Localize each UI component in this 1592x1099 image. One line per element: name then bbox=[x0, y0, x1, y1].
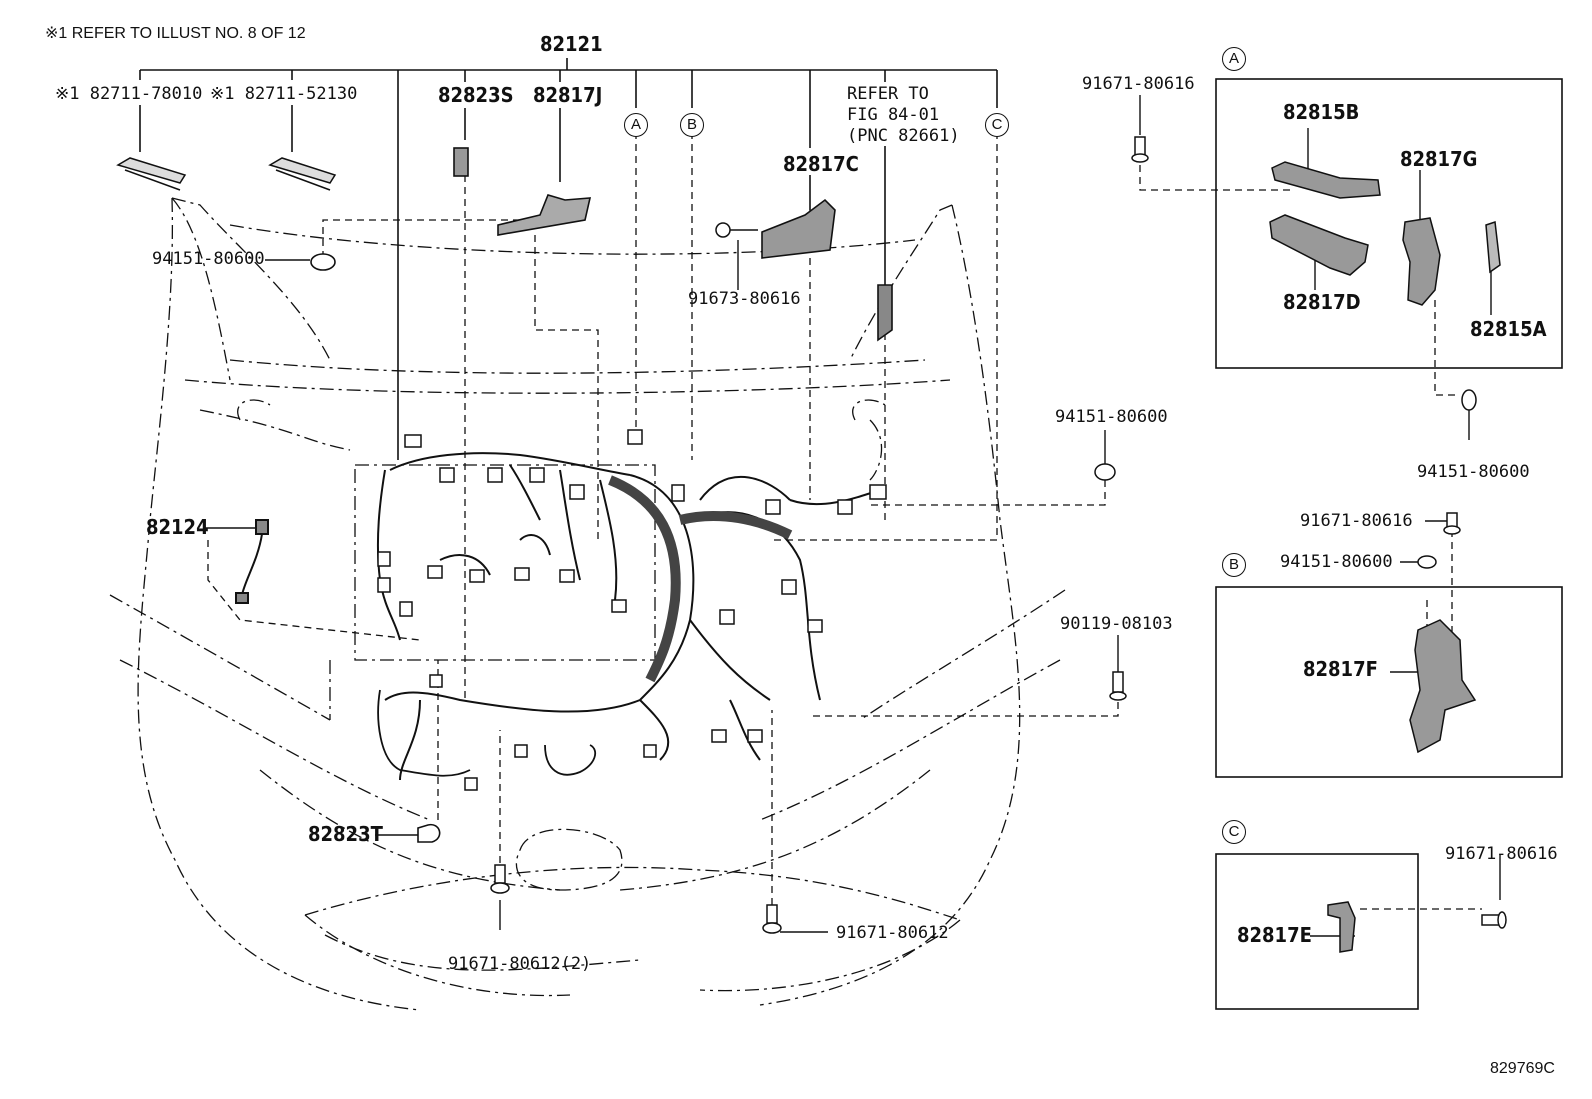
ref-circle-b: B bbox=[680, 113, 704, 137]
bolt-91673-label: 91673-80616 bbox=[688, 289, 801, 309]
bolt-91671-80612-shape bbox=[762, 904, 782, 934]
harness-bracket bbox=[139, 58, 998, 460]
wire-harness bbox=[376, 452, 881, 781]
ref-circle-a: A bbox=[624, 113, 648, 137]
refer-note-line2: FIG 84-01 bbox=[847, 105, 940, 125]
detail-c-box bbox=[1215, 853, 1419, 1010]
bolt-91671-80612-label: 91671-80612 bbox=[836, 923, 949, 943]
part-82817g-label: 82817G bbox=[1400, 147, 1478, 171]
detail-a-letter: A bbox=[1222, 47, 1246, 71]
refer-part-shape bbox=[877, 284, 893, 342]
part-82817e-label: 82817E bbox=[1237, 923, 1312, 947]
bolt-91671-80612-2-label: 91671-80612(2) bbox=[448, 954, 592, 974]
clip-94151-mid-label: 94151-80600 bbox=[1055, 407, 1168, 427]
part-82815b-label: 82815B bbox=[1283, 100, 1360, 124]
part-82823t-label: 82823T bbox=[308, 822, 383, 846]
detail-c-letter: C bbox=[1222, 820, 1246, 844]
detail-b-parts bbox=[1409, 512, 1477, 754]
detail-c-parts bbox=[1327, 901, 1507, 953]
detail-a-box bbox=[1215, 78, 1563, 369]
part-82817f-label: 82817F bbox=[1303, 657, 1378, 681]
main-harness-label: 82121 bbox=[540, 32, 603, 56]
bolt-91671-top-shape bbox=[1131, 136, 1149, 163]
detail-a-parts bbox=[1269, 161, 1501, 411]
clamp-82711-52130-label: ※1 82711-52130 bbox=[210, 84, 358, 104]
ref-circle-c: C bbox=[985, 113, 1009, 137]
connectors bbox=[377, 429, 887, 791]
bracket-82817j-shape bbox=[497, 194, 592, 236]
connector-82823s-shape bbox=[453, 147, 469, 177]
bolt-91671-top-label: 91671-80616 bbox=[1082, 74, 1195, 94]
clamp-82711-78010-label: ※1 82711-78010 bbox=[55, 84, 203, 104]
lower-harness-loop bbox=[377, 689, 597, 777]
clamp-82711-52130-shape bbox=[268, 157, 337, 191]
clip-94151-mid-shape bbox=[1094, 463, 1116, 481]
clip-94151-left-shape bbox=[310, 253, 336, 271]
sensor-82124-shape bbox=[235, 519, 269, 604]
part-82823t-shape bbox=[417, 823, 441, 843]
figure-code: 829769C bbox=[1490, 1060, 1555, 1077]
detail-b-bolt-label: 91671-80616 bbox=[1300, 511, 1413, 531]
refer-note-line3: (PNC 82661) bbox=[847, 126, 960, 146]
bracket-82817j-label: 82817J bbox=[533, 83, 603, 107]
bolt-91673-shape bbox=[715, 222, 758, 238]
detail-c-bolt-label: 91671-80616 bbox=[1445, 844, 1558, 864]
refer-note-line1: REFER TO bbox=[847, 84, 929, 104]
connector-82823s-label: 82823S bbox=[438, 83, 514, 107]
part-82817d-label: 82817D bbox=[1283, 290, 1361, 314]
clip-94151-left-label: 94151-80600 bbox=[152, 249, 265, 269]
detail-b-letter: B bbox=[1222, 553, 1246, 577]
bolt-90119-shape bbox=[1109, 671, 1127, 701]
bolt-91671-80612-2-shape bbox=[490, 864, 510, 894]
header-note: ※1 REFER TO ILLUST NO. 8 OF 12 bbox=[45, 25, 306, 42]
bracket-82817c-shape bbox=[761, 198, 836, 259]
detail-a-clip-label: 94151-80600 bbox=[1417, 462, 1530, 482]
harness-thick bbox=[608, 475, 793, 683]
detail-b-clip-label: 94151-80600 bbox=[1280, 552, 1393, 572]
detail-b-box bbox=[1215, 586, 1563, 778]
bracket-82817c-label: 82817C bbox=[783, 152, 859, 176]
sensor-82124-label: 82124 bbox=[146, 515, 209, 539]
part-82815a-label: 82815A bbox=[1470, 317, 1547, 341]
bolt-90119-label: 90119-08103 bbox=[1060, 614, 1173, 634]
vehicle-outline bbox=[109, 197, 1066, 1011]
clamp-82711-78010-shape bbox=[116, 157, 187, 191]
